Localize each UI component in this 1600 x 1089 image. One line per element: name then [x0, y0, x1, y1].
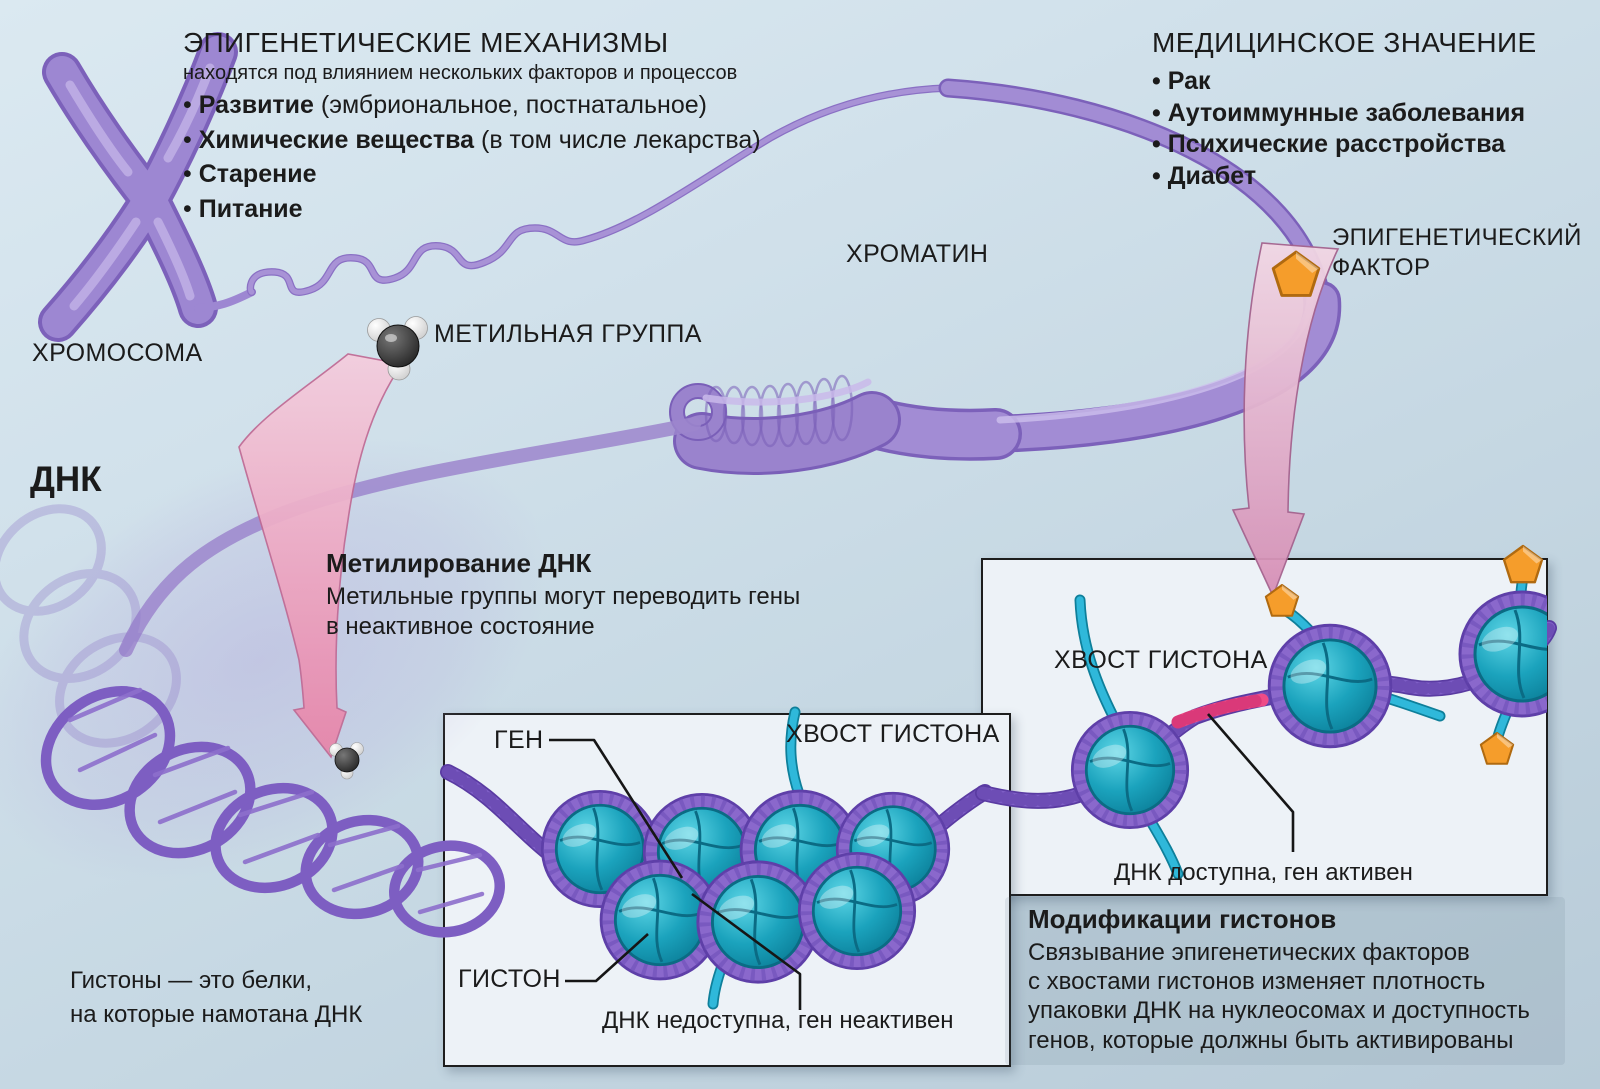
epigenetic-factors-list: • Развитие (эмбриональное, постнатальное…	[183, 88, 761, 226]
dna-helix-ghost	[0, 504, 181, 748]
methyl-group-molecule-small	[329, 742, 364, 780]
histone-tail-label-right: ХВОСТ ГИСТОНА	[1054, 646, 1268, 674]
list-item: • Аутоиммунные заболевания	[1152, 98, 1526, 127]
modifications-title: Модификации гистонов	[1028, 904, 1337, 934]
modifications-text-panel	[1005, 897, 1565, 1065]
epigenetic-factor-label-line2: ФАКТОР	[1332, 254, 1431, 281]
left-header-subtitle: находятся под влиянием нескольких фактор…	[183, 62, 738, 84]
modifications-line3: упаковки ДНК на нуклеосомах и доступност…	[1028, 997, 1530, 1024]
histone-note-line1: Гистоны — это белки,	[70, 967, 313, 994]
list-item: • Рак	[1152, 67, 1211, 95]
histone-tail-label-center: ХВОСТ ГИСТОНА	[786, 720, 1000, 748]
list-item: • Старение	[183, 160, 317, 188]
list-item: • Развитие (эмбриональное, постнатальное…	[183, 91, 707, 119]
leader-lines	[549, 713, 1295, 1010]
dna-label: ДНК	[30, 460, 102, 499]
epigenetic-factor-label-line1: ЭПИГЕНЕТИЧЕСКИЙ	[1332, 224, 1582, 251]
histone-note-line2: на которые намотана ДНК	[70, 1001, 363, 1028]
list-item: • Психические расстройства	[1152, 130, 1506, 158]
dna-helix	[40, 685, 505, 938]
left-header-title: ЭПИГЕНЕТИЧЕСКИЕ МЕХАНИЗМЫ	[183, 27, 669, 58]
methyl-group-molecule	[367, 316, 428, 381]
histone-label: ГИСТОН	[458, 965, 561, 993]
list-item: • Диабет	[1152, 161, 1257, 190]
inactive-gene-caption: ДНК недоступна, ген неактивен	[602, 1007, 954, 1034]
active-gene-caption: ДНК доступна, ген активен	[1114, 859, 1413, 886]
methyl-group-label: МЕТИЛЬНАЯ ГРУППА	[434, 320, 702, 348]
right-header-title: МЕДИЦИНСКОЕ ЗНАЧЕНИЕ	[1152, 27, 1537, 58]
modifications-line1: Связывание эпигенетических факторов	[1028, 939, 1470, 966]
methylation-arrow	[238, 353, 404, 759]
list-item: • Питание	[183, 194, 303, 223]
methylation-line2: в неактивное состояние	[326, 613, 595, 640]
gene-leader-line	[549, 738, 684, 879]
medical-significance-list: • Рак • Аутоиммунные заболевания • Психи…	[1152, 66, 1525, 192]
chromatin-label: ХРОМАТИН	[846, 240, 989, 268]
modifications-line4: генов, которые должны быть активированы	[1028, 1027, 1514, 1054]
nucleosomes-right	[1072, 592, 1584, 828]
factor-pentagon-3	[1479, 731, 1515, 765]
gene-label: ГЕН	[494, 726, 544, 754]
methylation-title: Метилирование ДНК	[326, 548, 592, 578]
chromosome-illustration	[38, 32, 256, 342]
epigenetic-factor-arrow	[1231, 242, 1340, 599]
modifications-line2: с хвостами гистонов изменяет плотность	[1028, 968, 1486, 995]
active-gene-segment	[1171, 693, 1269, 729]
list-item: • Химические вещества (в том числе лекар…	[183, 125, 761, 154]
histone-leader-line	[565, 933, 649, 983]
nucleosome-cluster	[542, 791, 948, 982]
methylation-line1: Метильные группы могут переводить гены	[326, 583, 801, 610]
active-caption-leader-line	[1207, 713, 1295, 852]
chromatin-squiggle	[246, 84, 952, 296]
chromatin-coil	[669, 374, 901, 475]
chromosome-label: ХРОМОСОМА	[32, 339, 203, 367]
inactive-caption-leader-line	[691, 892, 802, 1010]
dna-ghost-halo	[0, 437, 548, 883]
histone-tails-right	[1074, 572, 1530, 880]
factor-pentagon-2	[1502, 544, 1544, 584]
